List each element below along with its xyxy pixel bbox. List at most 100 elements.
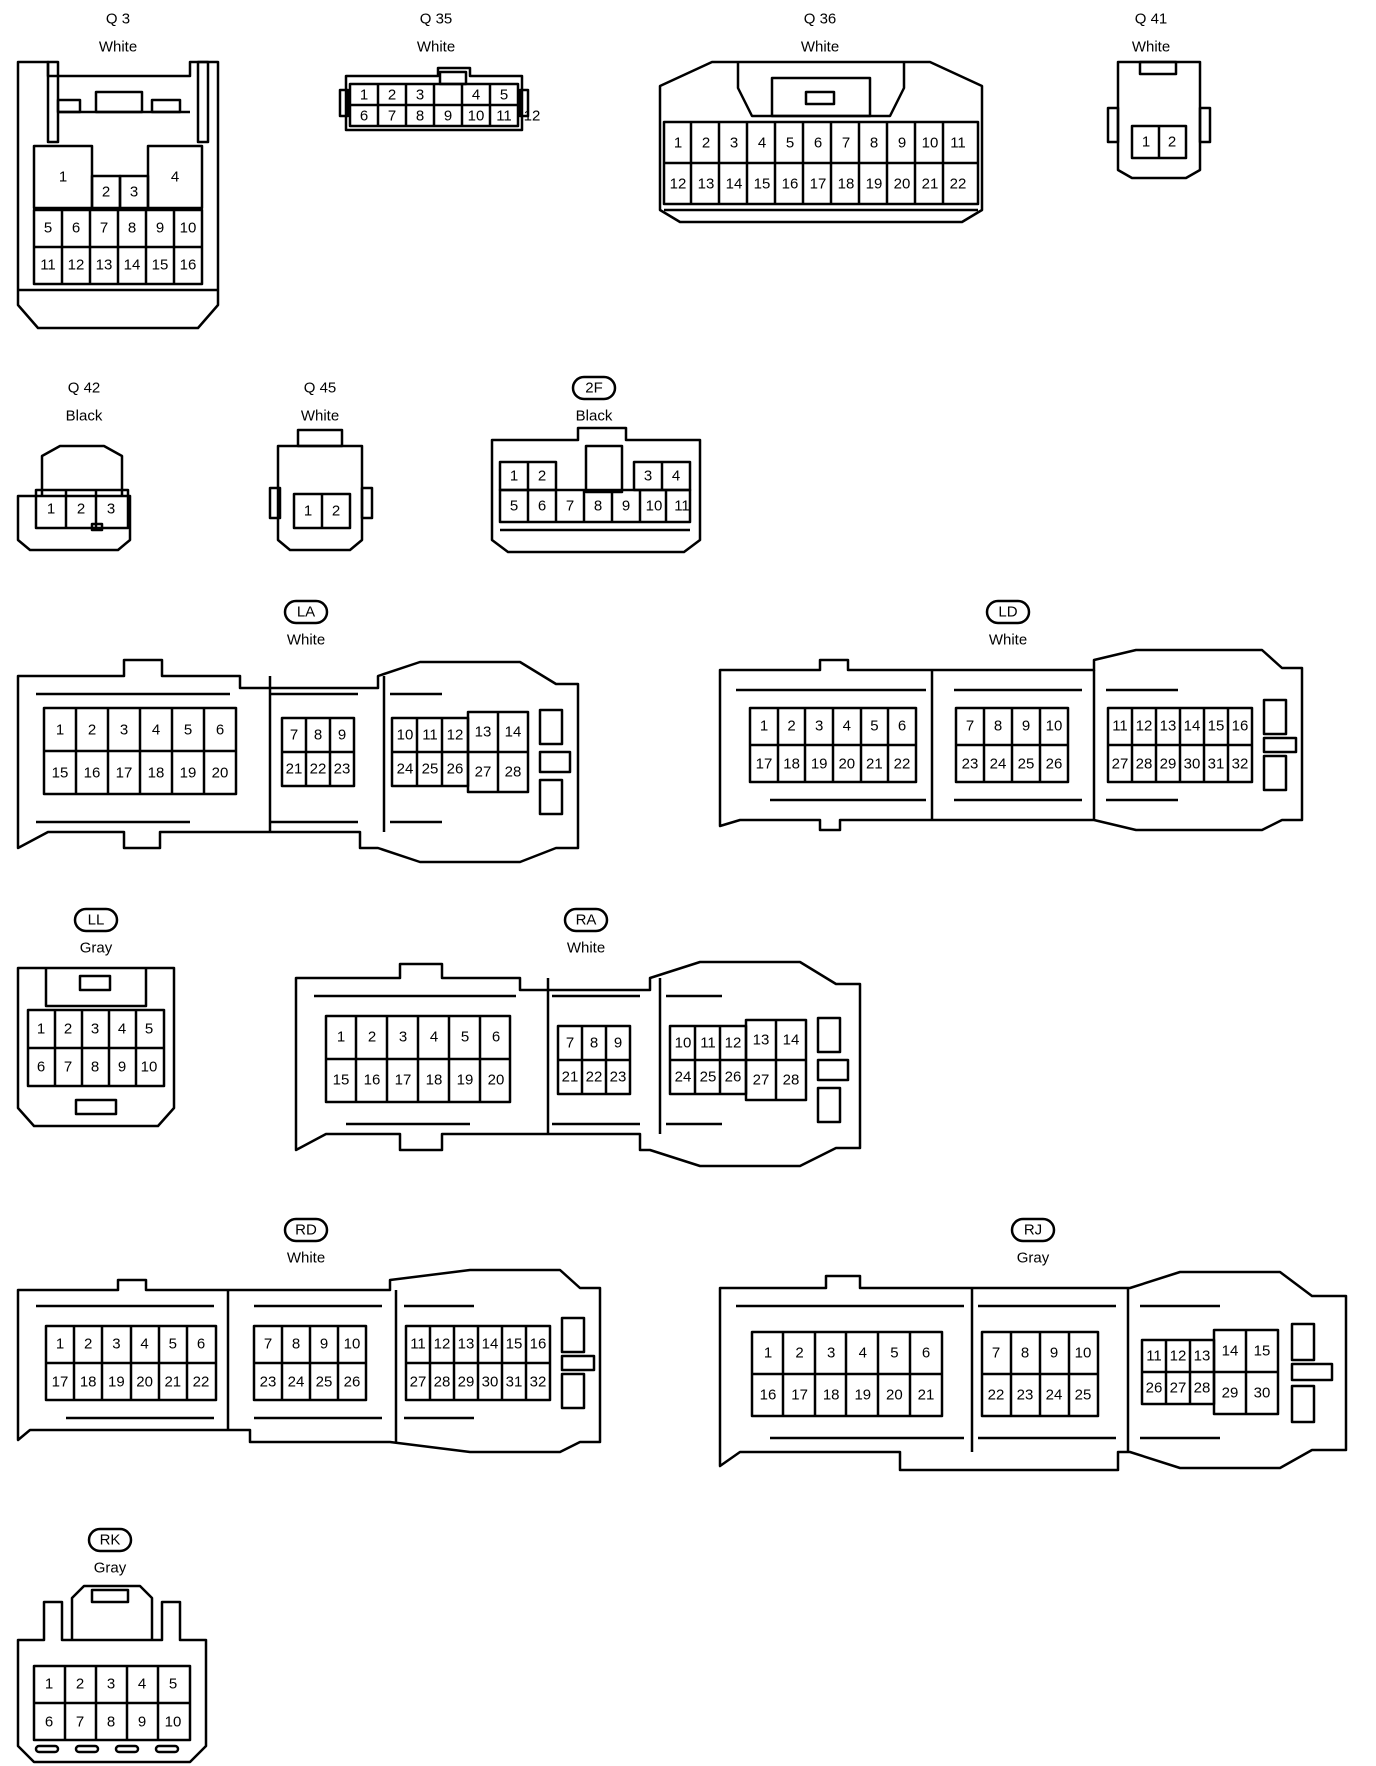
pin-number: 6 <box>898 718 906 735</box>
pin-number: 15 <box>506 1336 523 1353</box>
pin-number: 8 <box>1021 1345 1029 1362</box>
pin-number: 8 <box>314 727 322 744</box>
pin-number: 13 <box>753 1032 770 1049</box>
pin-number: 3 <box>815 718 823 735</box>
pin-number: 15 <box>152 257 169 274</box>
pin-number: 2 <box>332 503 340 520</box>
connector-color: White <box>801 39 839 56</box>
pin-number: 6 <box>814 135 822 152</box>
pin-number: 6 <box>538 498 546 515</box>
pin-number: 19 <box>811 756 828 773</box>
pin-number: 22 <box>193 1374 210 1391</box>
pin-number: 20 <box>488 1072 505 1089</box>
pin-number: 27 <box>1170 1380 1187 1397</box>
pin-number: 28 <box>783 1072 800 1089</box>
pin-number: 20 <box>838 756 855 773</box>
connector-color: Gray <box>80 940 113 957</box>
pin-number: 4 <box>843 718 851 735</box>
pin-number: 9 <box>622 498 630 515</box>
pin-number: 21 <box>286 761 303 778</box>
pin-number: 2 <box>88 722 96 739</box>
connector-code: LA <box>297 604 315 621</box>
connector-rk <box>16 1584 208 1764</box>
connector-q45 <box>268 428 374 552</box>
pin-number: 11 <box>496 108 512 125</box>
pin-number: 1 <box>337 1029 345 1046</box>
pin-number: 5 <box>145 1021 153 1038</box>
pin-number: 7 <box>566 1035 574 1052</box>
pin-number: 2 <box>1168 134 1176 151</box>
connector-code-badge <box>985 599 1031 625</box>
pin-number: 25 <box>316 1374 333 1391</box>
pin-number: 5 <box>870 718 878 735</box>
pin-number: 23 <box>334 761 351 778</box>
pin-number: 10 <box>344 1336 361 1353</box>
pin-number: 1 <box>674 135 682 152</box>
pin-number: 18 <box>783 756 800 773</box>
pin-number: 19 <box>180 765 197 782</box>
pin-number: 2 <box>787 718 795 735</box>
connector-rj <box>718 1270 1348 1472</box>
pin-number: 11 <box>950 135 966 152</box>
pin-number: 2 <box>368 1029 376 1046</box>
pin-number: 8 <box>994 718 1002 735</box>
pin-number: 23 <box>260 1374 277 1391</box>
pin-number: 12 <box>524 108 541 125</box>
pin-number: 10 <box>141 1059 158 1076</box>
pin-number: 26 <box>447 761 464 778</box>
pin-number: 13 <box>698 176 715 193</box>
pin-number: 9 <box>138 1714 146 1731</box>
pin-number: 22 <box>310 761 327 778</box>
connector-q3 <box>16 60 220 330</box>
pin-number: 14 <box>124 257 141 274</box>
pin-number: 12 <box>434 1336 451 1353</box>
pin-number: 1 <box>304 503 312 520</box>
pin-number: 31 <box>506 1374 523 1391</box>
pin-number: 2 <box>84 1336 92 1353</box>
pin-number: 6 <box>492 1029 500 1046</box>
pin-number: 2 <box>102 184 110 201</box>
pin-number: 3 <box>91 1021 99 1038</box>
pin-number: 17 <box>756 756 773 773</box>
connector-q36 <box>658 60 984 224</box>
pin-number: 10 <box>180 220 197 237</box>
pin-number: 4 <box>430 1029 438 1046</box>
pin-number: 3 <box>130 184 138 201</box>
pin-number: 10 <box>1046 718 1063 735</box>
pin-number: 6 <box>37 1059 45 1076</box>
connector-code-badge <box>87 1527 133 1553</box>
pin-number: 13 <box>458 1336 475 1353</box>
pin-number: 24 <box>397 761 414 778</box>
pin-number: 8 <box>128 220 136 237</box>
pin-number: 28 <box>1194 1380 1211 1397</box>
pin-number: 4 <box>758 135 766 152</box>
pin-number: 8 <box>107 1714 115 1731</box>
pin-number: 3 <box>399 1029 407 1046</box>
pin-number: 13 <box>96 257 113 274</box>
pin-number: 27 <box>1112 756 1129 773</box>
pin-number: 4 <box>138 1676 146 1693</box>
pin-number: 27 <box>410 1374 427 1391</box>
connector-code: Q 36 <box>804 11 837 28</box>
pin-number: 9 <box>320 1336 328 1353</box>
pin-number: 21 <box>562 1069 579 1086</box>
pin-number: 26 <box>725 1069 742 1086</box>
pin-number: 15 <box>754 176 771 193</box>
pin-number: 9 <box>1050 1345 1058 1362</box>
pin-number: 12 <box>725 1035 742 1052</box>
pin-number: 16 <box>760 1387 777 1404</box>
pin-number: 24 <box>990 756 1007 773</box>
pin-number: 12 <box>68 257 85 274</box>
pin-number: 4 <box>152 722 160 739</box>
connector-code: Q 35 <box>420 11 453 28</box>
connector-color: White <box>287 1250 325 1267</box>
pin-number: 30 <box>1184 756 1201 773</box>
pin-number: 9 <box>898 135 906 152</box>
connector-color: Gray <box>94 1560 127 1577</box>
pin-number: 2 <box>538 468 546 485</box>
pin-number: 8 <box>292 1336 300 1353</box>
pin-number: 10 <box>646 498 663 515</box>
pin-number: 23 <box>610 1069 627 1086</box>
pin-number: 5 <box>890 1345 898 1362</box>
